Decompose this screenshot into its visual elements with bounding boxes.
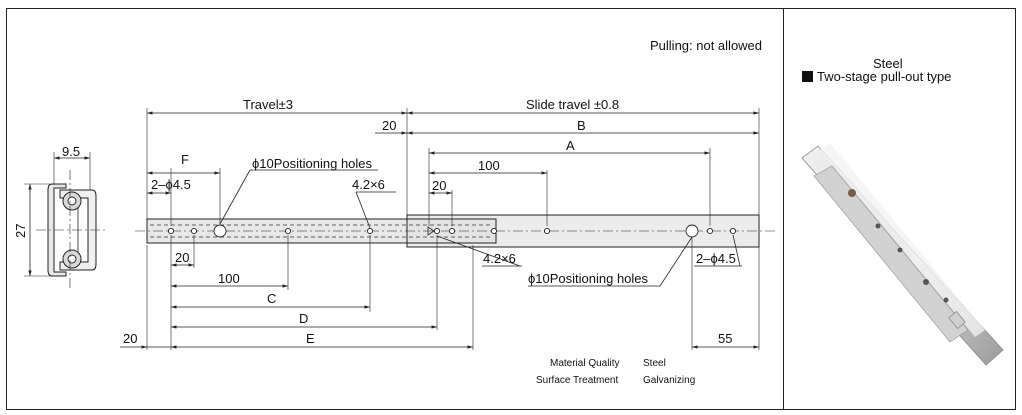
spec-material-value: Steel xyxy=(643,358,666,369)
label-D: D xyxy=(299,311,308,326)
mount-hole xyxy=(490,227,498,235)
product-type: Two-stage pull-out type xyxy=(817,69,951,84)
label-4-2x6-top: 4.2×6 xyxy=(352,177,385,192)
label-B: B xyxy=(577,118,586,133)
label-2-phi-4-5-right: 2–ϕ4.5 xyxy=(696,251,736,266)
label-100-top: 100 xyxy=(478,158,500,173)
square-bullet-icon xyxy=(802,71,813,82)
slide-rail-side-view xyxy=(135,214,775,248)
label-A: A xyxy=(566,138,575,153)
cross-section-view xyxy=(24,152,108,290)
label-slide-travel: Slide travel ±0.8 xyxy=(526,97,619,112)
label-20-mid: 20 xyxy=(432,178,446,193)
mount-hole xyxy=(543,227,551,235)
label-20-top: 20 xyxy=(382,118,396,133)
product-photo xyxy=(801,143,1004,366)
label-F: F xyxy=(181,152,189,167)
spec-surface-label: Surface Treatment xyxy=(536,375,618,386)
drawing-frame xyxy=(6,8,1016,410)
spec-material-label: Material Quality xyxy=(550,358,619,369)
mount-hole xyxy=(366,227,374,235)
top-dimensions xyxy=(146,108,760,229)
product-material: Steel xyxy=(873,56,903,71)
note-pulling: Pulling: not allowed xyxy=(650,38,762,53)
mount-hole xyxy=(729,227,737,235)
label-20-bottom: 20 xyxy=(175,250,189,265)
label-C: C xyxy=(267,291,276,306)
dim-27: 27 xyxy=(13,224,28,238)
mount-hole xyxy=(190,227,198,235)
mount-hole xyxy=(706,227,714,235)
label-4-2x6-bottom: 4.2×6 xyxy=(483,251,516,266)
dim-9-5: 9.5 xyxy=(62,144,80,159)
label-positioning-holes-top: ϕ10Positioning holes xyxy=(252,156,373,171)
label-100-bottom: 100 xyxy=(218,271,240,286)
positioning-hole xyxy=(213,224,227,238)
label-positioning-holes-bottom: ϕ10Positioning holes xyxy=(528,271,649,286)
bottom-dimensions xyxy=(120,234,760,350)
mount-hole xyxy=(433,227,441,235)
label-travel: Travel±3 xyxy=(243,97,293,112)
label-55: 55 xyxy=(718,331,732,346)
panel-divider xyxy=(783,8,784,410)
label-20-left: 20 xyxy=(123,331,137,346)
mount-hole xyxy=(448,227,456,235)
label-2-phi-4-5-left: 2–ϕ4.5 xyxy=(151,177,191,192)
mount-hole xyxy=(284,227,292,235)
label-E: E xyxy=(306,331,315,346)
spec-surface-value: Galvanizing xyxy=(643,375,695,386)
positioning-hole xyxy=(685,224,699,238)
mount-hole xyxy=(167,227,175,235)
